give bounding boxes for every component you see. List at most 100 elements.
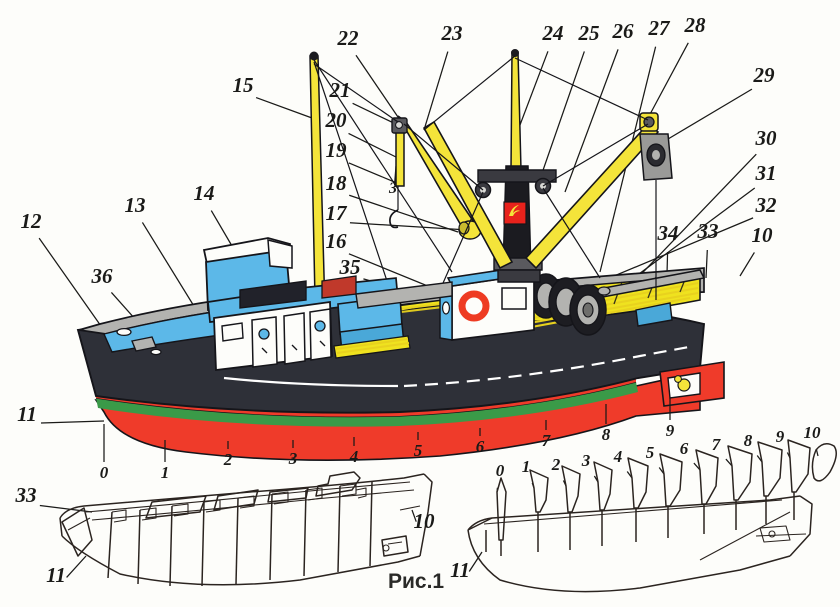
station-label-4: 4: [349, 447, 359, 466]
main-mast: [474, 49, 557, 283]
main-view-callout-labels: 12 36 11 13 14 15 16 17 18 19 20 21 22 23 24 25 26 27 28 29…: [17, 13, 777, 426]
bow-winch-box: [131, 336, 157, 352]
plan-callout-leader-10: [411, 509, 417, 522]
frame-label-leader-10: [815, 449, 819, 457]
callout-leader-15: [255, 96, 313, 119]
frames-view-callout-labels: 11: [450, 558, 470, 582]
callout-leader-28: [647, 42, 689, 119]
callout-leader-20: [348, 132, 403, 161]
callout-leader-10: [739, 252, 755, 277]
station-label-2: 2: [223, 450, 233, 469]
station-label-0: 0: [100, 463, 109, 482]
frame-label-6: 6: [680, 439, 689, 458]
callout-31: 31: [755, 161, 777, 185]
station-label-5: 5: [414, 441, 423, 460]
frames-callout-leader-11: [468, 551, 483, 572]
bridge-superstructure: [202, 237, 411, 372]
callout-leader-25: [540, 51, 585, 177]
callout-leader-11: [40, 420, 105, 424]
frame-label-8: 8: [744, 431, 753, 450]
frame-label-9: 9: [776, 427, 785, 446]
callout-19: 19: [326, 138, 348, 162]
callout-17: 17: [326, 201, 349, 225]
hull-hawse-hole: [150, 348, 162, 356]
callout-16: 16: [326, 229, 348, 253]
callout-18: 18: [326, 171, 348, 195]
waterline-stripe: [223, 376, 399, 388]
station-label-8: 8: [602, 425, 611, 444]
net-winch-assembly: [529, 273, 611, 336]
callout-3: 3: [388, 180, 397, 197]
callout-11: 11: [17, 402, 37, 426]
callout-32: 32: [755, 193, 778, 217]
callout-36: 36: [91, 264, 114, 288]
frames-callout-11: 11: [450, 558, 470, 582]
frame-label-2: 2: [551, 455, 561, 474]
callout-leader-14: [210, 210, 233, 247]
callout-22: 22: [337, 26, 360, 50]
cargo-block-tackle: [639, 112, 673, 300]
plan-view-callout-labels: 33 11 10: [15, 483, 436, 587]
side-deck-grey: [355, 281, 453, 309]
callout-20: 20: [325, 108, 348, 132]
house-doors: [251, 308, 332, 368]
main-profile-view: [38, 42, 819, 578]
hull-framing-plan-view: [59, 471, 433, 587]
callout-leader-29: [662, 88, 753, 143]
deckhouse-window: [501, 287, 527, 310]
frame-label-leader-6: [693, 462, 701, 471]
callout-leader-33: [705, 249, 708, 279]
callout-33: 33: [697, 219, 719, 243]
aft-deck-box-blue: [635, 302, 673, 327]
callout-23: 23: [441, 21, 463, 45]
plan-callout-10: 10: [414, 509, 436, 533]
plan-callout-leader-33: [39, 504, 93, 513]
station-label-1: 1: [161, 463, 170, 482]
frame-label-3: 3: [581, 451, 591, 470]
waterline-stripe-dashed: [403, 344, 695, 388]
callout-21: 21: [329, 78, 351, 102]
station-label-6: 6: [476, 437, 485, 456]
callout-35: 35: [339, 255, 361, 279]
station-label-3: 3: [288, 449, 298, 468]
station-label-7: 7: [542, 431, 552, 450]
frame-label-4: 4: [613, 447, 623, 466]
station-tick-marks: [103, 398, 671, 462]
frame-label-1: 1: [522, 457, 531, 476]
figure-caption: Рис.1: [388, 570, 444, 593]
callout-15: 15: [233, 73, 254, 97]
plan-callout-33: 33: [15, 483, 37, 507]
callout-leader-23: [423, 51, 449, 131]
bow-deck-fitting: [116, 327, 132, 337]
station-label-9: 9: [666, 421, 675, 440]
callout-28: 28: [684, 13, 707, 37]
callout-14: 14: [194, 181, 215, 205]
station-number-labels: 0 1 2 3 4 5 6 7 8 9: [100, 421, 675, 482]
callout-12: 12: [21, 209, 43, 233]
frame-label-7: 7: [712, 435, 722, 454]
callout-34: 34: [657, 221, 679, 245]
callout-30: 30: [755, 126, 778, 150]
callout-10: 10: [752, 223, 774, 247]
keel-frames-assembly-view: [467, 439, 837, 593]
plan-callout-11: 11: [46, 563, 66, 587]
boot-stripe-green: [96, 382, 638, 427]
callout-25: 25: [578, 21, 600, 45]
callout-26: 26: [612, 19, 635, 43]
callout-29: 29: [753, 63, 776, 87]
callout-leader-12: [38, 237, 109, 337]
life-ring: [458, 290, 490, 322]
callout-24: 24: [542, 21, 564, 45]
plan-callout-leader-11: [66, 555, 87, 578]
callout-leader-18: [349, 194, 459, 233]
callout-27: 27: [648, 16, 672, 40]
standing-rigging: [313, 55, 649, 297]
frame-label-10: 10: [804, 423, 822, 442]
callout-13: 13: [125, 193, 146, 217]
hull-sheer-red-line: [95, 376, 636, 417]
callout-leader-22: [355, 54, 401, 121]
frame-label-5: 5: [646, 443, 655, 462]
